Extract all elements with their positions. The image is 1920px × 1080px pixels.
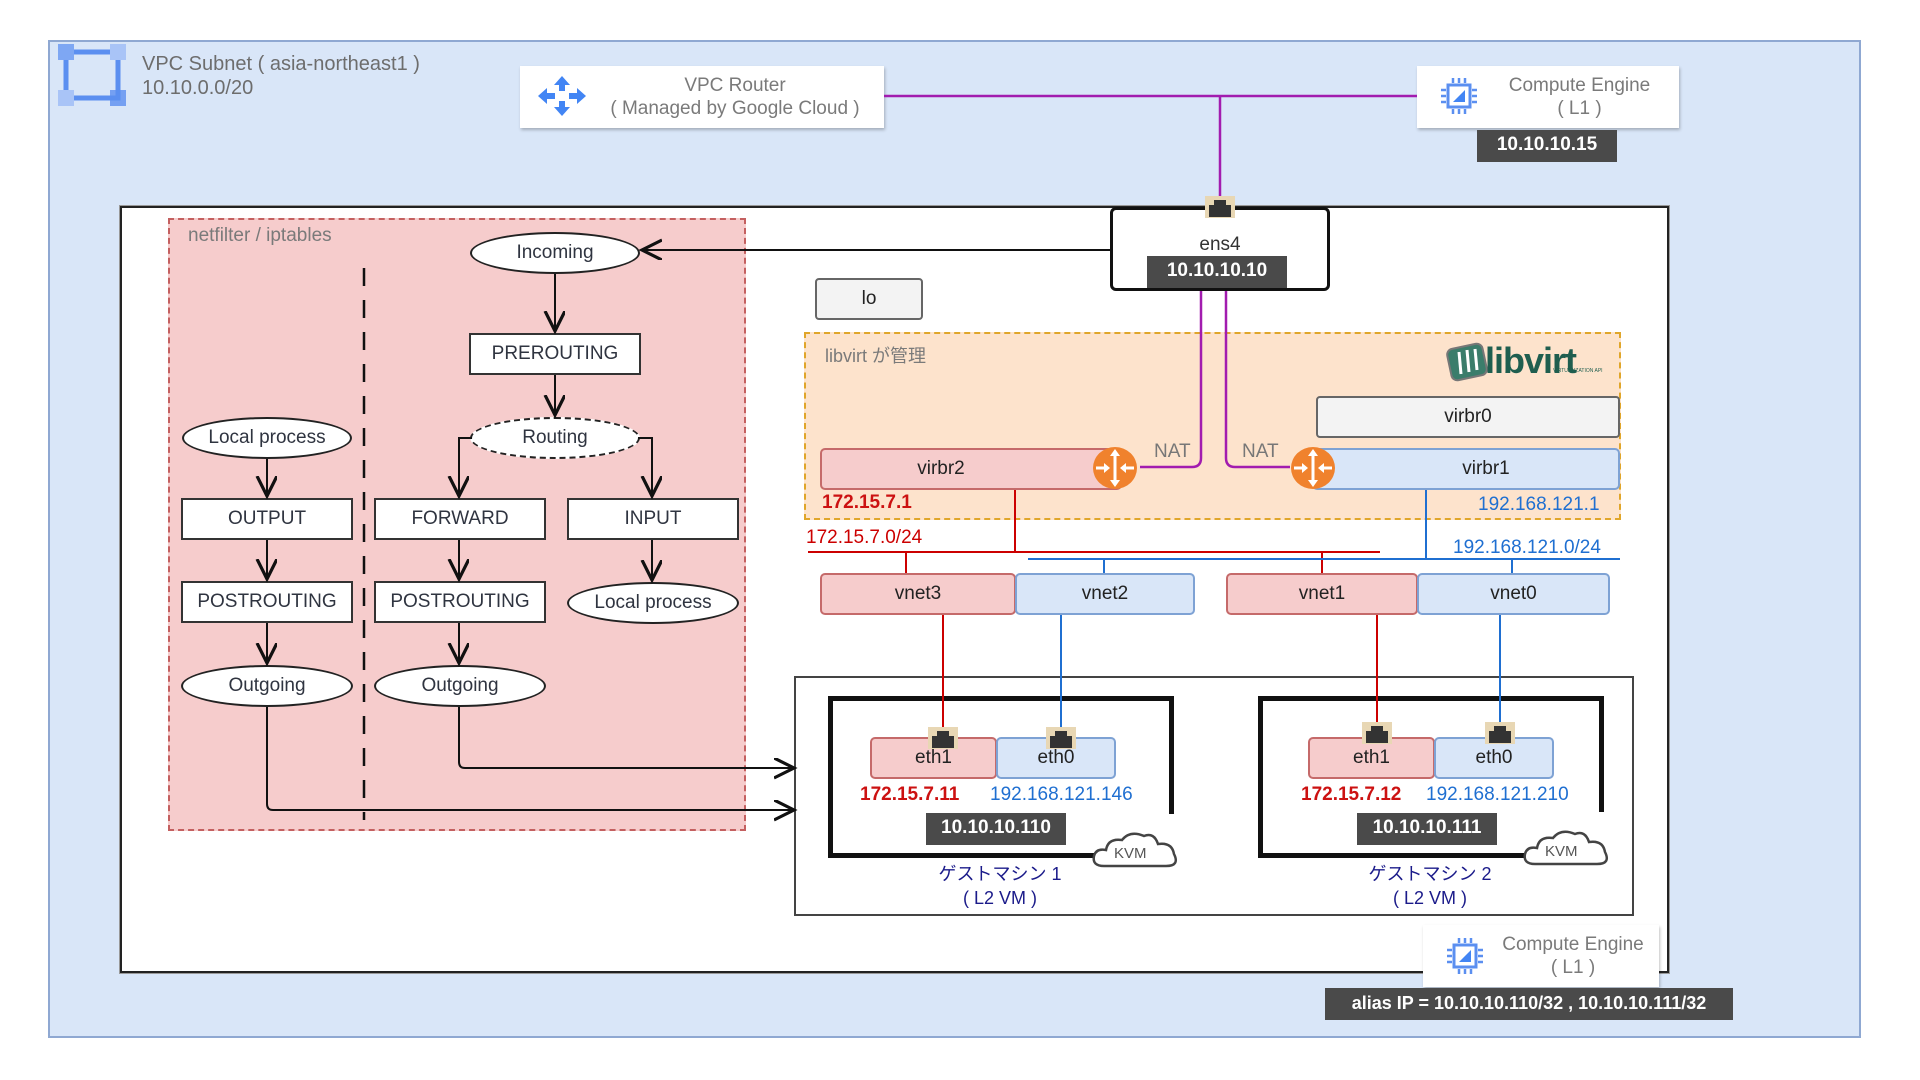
guest-1-box-right-edge	[1169, 696, 1174, 814]
chain-forward[interactable]: FORWARD	[374, 498, 546, 540]
ens4-name: ens4	[1199, 234, 1241, 255]
bridge-virbr2[interactable]: virbr2	[820, 448, 1122, 490]
virbr2-ip: 172.15.7.1	[822, 492, 912, 513]
guest-2-type: ( L2 VM )	[1392, 888, 1467, 908]
vpc-subnet-label: VPC Subnet ( asia-northeast1 ) 10.10.0.0…	[142, 52, 420, 100]
node-local-process-in[interactable]: Local process	[567, 582, 739, 624]
nat-label-virbr2: NAT	[1154, 441, 1191, 462]
ethernet-port-icon	[1046, 727, 1076, 749]
vpc-subnet-title: VPC Subnet ( asia-northeast1 )	[142, 53, 420, 75]
vpc-router-title: VPC Router	[684, 75, 786, 96]
kvm-cloud-icon-2: KVM	[1521, 826, 1613, 868]
chain-postrouting-out[interactable]: POSTROUTING	[181, 581, 353, 623]
guest-2-box	[1258, 696, 1604, 858]
netfilter-flow-arrows	[267, 250, 1110, 810]
kvm-cloud-icon-1: KVM	[1090, 828, 1182, 870]
node-incoming[interactable]: Incoming	[470, 232, 640, 274]
l1-links	[884, 94, 1417, 469]
bridge-virbr1[interactable]: virbr1	[1312, 448, 1620, 490]
guest-2-eth1-ip: 172.15.7.12	[1301, 784, 1402, 805]
blue-network-cidr: 192.168.121.0/24	[1453, 537, 1601, 558]
red-network-lines	[808, 490, 1380, 735]
vpc-router-card[interactable]: VPC Router ( Managed by Google Cloud )	[520, 66, 884, 128]
compute-engine-title: Compute Engine	[1508, 75, 1651, 96]
red-network-cidr: 172.15.7.0/24	[806, 527, 923, 548]
vpc-subnet-cidr: 10.10.0.0/20	[142, 77, 254, 99]
guest-2-eth0-ip: 192.168.121.210	[1426, 784, 1569, 805]
libvirt-logo-icon	[1446, 342, 1488, 382]
guest-1-label: ゲストマシン 1 ( L2 VM )	[880, 862, 1120, 910]
vpc-router-icon	[538, 76, 586, 116]
kvm-label-2: KVM	[1545, 843, 1578, 860]
libvirt-title: libvirt が管理	[825, 346, 927, 366]
ethernet-port-icon	[1205, 196, 1235, 218]
alias-ip-badge: alias IP = 10.10.10.110/32 , 10.10.10.11…	[1325, 988, 1733, 1020]
cloud-icon	[1092, 832, 1177, 868]
ethernet-port-icon	[1362, 722, 1392, 744]
virbr1-ip: 192.168.121.1	[1478, 494, 1600, 515]
guest-2-name: ゲストマシン 2	[1368, 864, 1492, 884]
vpc-subnet-icon	[58, 44, 126, 106]
guest-vms-area	[794, 676, 1634, 916]
compute-engine-bottom-title: Compute Engine	[1502, 934, 1644, 955]
guest-1-box	[828, 696, 1174, 858]
compute-engine-subtitle: ( L1 )	[1557, 98, 1602, 119]
guest-1-eth0-ip: 192.168.121.146	[990, 784, 1133, 805]
ens4-to-virbr2-nat-link	[1140, 291, 1203, 469]
vpc-router-subtitle: ( Managed by Google Cloud )	[610, 98, 860, 119]
node-local-process-out[interactable]: Local process	[182, 417, 352, 459]
nat-label-virbr1: NAT	[1242, 441, 1279, 462]
nat-router-icon-virbr1	[1291, 447, 1335, 489]
ens4-to-virbr1-nat-link	[1224, 291, 1290, 469]
libvirt-logo-subtext: VIRTUALIZATION API	[1553, 368, 1603, 374]
chain-postrouting-fwd[interactable]: POSTROUTING	[374, 581, 546, 623]
netfilter-title: netfilter / iptables	[188, 225, 332, 246]
libvirt-logo-text: libvirt	[1485, 340, 1577, 381]
compute-engine-icon	[1441, 78, 1477, 114]
compute-engine-card-bottom[interactable]: Compute Engine ( L1 )	[1423, 925, 1659, 987]
chain-input[interactable]: INPUT	[567, 498, 739, 540]
kvm-label-1: KVM	[1114, 845, 1147, 862]
compute-engine-card-top[interactable]: Compute Engine ( L1 )	[1417, 66, 1679, 128]
cloud-icon	[1523, 830, 1608, 866]
chain-prerouting[interactable]: PREROUTING	[469, 333, 641, 375]
guest-1-alias-ip-badge: 10.10.10.110	[926, 813, 1066, 845]
guest-1-type: ( L2 VM )	[962, 888, 1037, 908]
bridge-virbr0[interactable]: virbr0	[1316, 396, 1620, 438]
tap-vnet0[interactable]: vnet0	[1417, 573, 1610, 615]
node-outgoing-fwd[interactable]: Outgoing	[374, 665, 546, 707]
guest-1-name: ゲストマシン 1	[938, 864, 1062, 884]
ethernet-port-icon	[1485, 722, 1515, 744]
compute-engine-ip-badge: 10.10.10.15	[1477, 130, 1617, 162]
blue-network-lines	[1028, 490, 1620, 735]
guest-2-label: ゲストマシン 2 ( L2 VM )	[1310, 862, 1550, 910]
guest-1-eth1-ip: 172.15.7.11	[860, 784, 960, 805]
interface-lo[interactable]: lo	[815, 278, 923, 320]
compute-engine-icon	[1447, 938, 1483, 974]
guest-2-alias-ip-badge: 10.10.10.111	[1357, 813, 1497, 845]
libvirt-logo: libvirt VIRTUALIZATION API	[1445, 340, 1620, 386]
nat-router-icon-virbr2	[1093, 447, 1137, 489]
compute-engine-bottom-subtitle: ( L1 )	[1550, 957, 1596, 978]
guest-2-box-right-edge	[1599, 696, 1604, 812]
ethernet-port-icon	[928, 727, 958, 749]
tap-vnet2[interactable]: vnet2	[1015, 573, 1195, 615]
ens4-ip-badge: 10.10.10.10	[1147, 256, 1287, 288]
